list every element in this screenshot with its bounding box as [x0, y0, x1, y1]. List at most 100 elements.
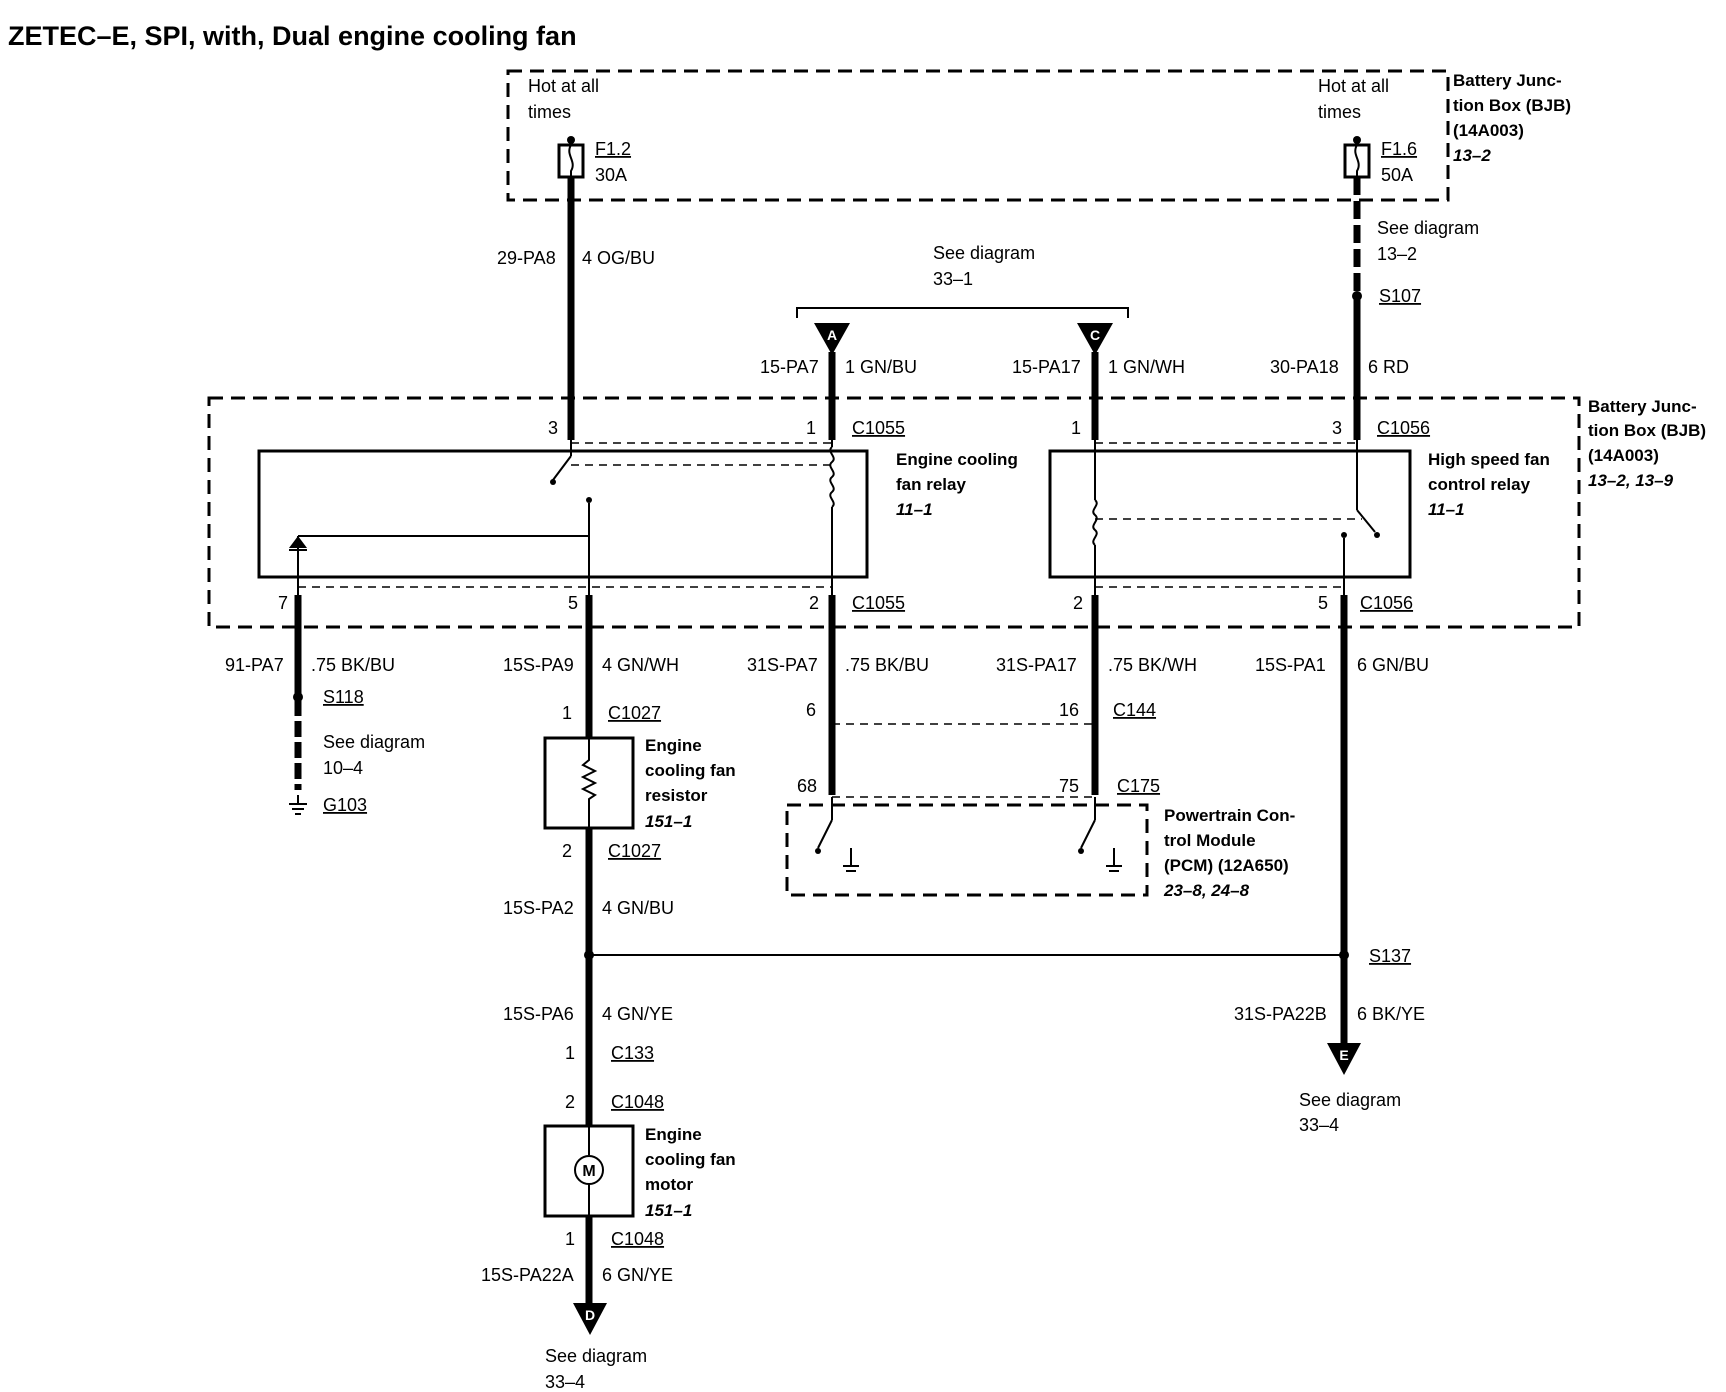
engine-cooling-fan-relay	[257, 449, 869, 579]
conn-c1027-bot: C1027	[608, 841, 661, 861]
pin-r2-1: 1	[1071, 418, 1081, 438]
see-right-bottom-2: 33–4	[1299, 1115, 1339, 1135]
pcm-name-1: Powertrain Con-	[1164, 806, 1295, 825]
relay1-name-2: fan relay	[896, 475, 966, 494]
pin-res-2: 2	[562, 841, 572, 861]
pcm-ref: 23–8, 24–8	[1163, 881, 1250, 900]
see-bottom-2: 33–4	[545, 1372, 585, 1392]
fuse2-icon	[1343, 136, 1371, 179]
see-right-bottom-1: See diagram	[1299, 1090, 1401, 1110]
fuse1-hot-1: Hot at all	[528, 76, 599, 96]
see-top-center-1: See diagram	[933, 243, 1035, 263]
w1-circuit: 29-PA8	[497, 248, 556, 268]
relay1-internals	[289, 440, 835, 600]
w6-spec: 4 GN/WH	[602, 655, 679, 675]
connector-d-icon: D	[573, 1303, 607, 1335]
relay2-name-2: control relay	[1428, 475, 1531, 494]
conn-c1027-top: C1027	[608, 703, 661, 723]
see-top-right-2: 13–2	[1377, 244, 1417, 264]
bjb-top-box	[506, 69, 1450, 202]
w10-spec: 4 GN/BU	[602, 898, 674, 918]
fuse2-id: F1.6	[1381, 139, 1417, 159]
bjb-mid-name-3: (14A003)	[1588, 446, 1659, 465]
pin-res-1: 1	[562, 703, 572, 723]
see-ground-1: See diagram	[323, 732, 425, 752]
fuse1-rating: 30A	[595, 165, 627, 185]
w11-spec: 4 GN/YE	[602, 1004, 673, 1024]
splice-s137: S137	[1369, 946, 1411, 966]
conn-c1048-top: C1048	[611, 1092, 664, 1112]
high-speed-fan-control-relay	[1048, 449, 1412, 579]
ground-g103: G103	[323, 795, 367, 815]
w7-spec: .75 BK/BU	[845, 655, 929, 675]
bjb-top-ref: 13–2	[1453, 146, 1491, 165]
resistor-icon	[580, 738, 598, 828]
resistor-name-1: Engine	[645, 736, 702, 755]
w10-circuit: 15S-PA2	[503, 898, 574, 918]
conn-c175: C175	[1117, 776, 1160, 796]
w3-spec: 1 GN/WH	[1108, 357, 1185, 377]
pin-c133-1: 1	[565, 1043, 575, 1063]
splice-s118: S118	[323, 687, 364, 707]
fuse2-rating: 50A	[1381, 165, 1413, 185]
w9-circuit: 15S-PA1	[1255, 655, 1326, 675]
conn-c133: C133	[611, 1043, 654, 1063]
conn-c144: C144	[1113, 700, 1156, 720]
w9-spec: 6 GN/BU	[1357, 655, 1429, 675]
conn-c1055-top: C1055	[852, 418, 905, 438]
pin-c175-75: 75	[1059, 776, 1079, 796]
relay2-internals	[1092, 440, 1380, 600]
conn-c1048-bot: C1048	[611, 1229, 664, 1249]
pin-r1-5: 5	[568, 593, 578, 613]
connector-a-icon: A	[814, 323, 850, 355]
w4-spec: 6 RD	[1368, 357, 1409, 377]
pin-c175-68: 68	[797, 776, 817, 796]
diagram-title: ZETEC–E, SPI, with, Dual engine cooling …	[8, 21, 577, 51]
svg-text:M: M	[582, 1163, 595, 1180]
bjb-top-name-1: Battery Junc-	[1453, 71, 1562, 90]
motor-name-2: cooling fan	[645, 1150, 736, 1169]
w5-spec: .75 BK/BU	[311, 655, 395, 675]
relay2-ref: 11–1	[1428, 500, 1465, 519]
svg-text:A: A	[827, 327, 837, 343]
resistor-name-2: cooling fan	[645, 761, 736, 780]
relay1-ref: 11–1	[896, 500, 933, 519]
pin-r2-2: 2	[1073, 593, 1083, 613]
motor-name-1: Engine	[645, 1125, 702, 1144]
pcm-name-2: trol Module	[1164, 831, 1256, 850]
pin-r1-1: 1	[806, 418, 816, 438]
w6-circuit: 15S-PA9	[503, 655, 574, 675]
ground-icon	[289, 795, 307, 815]
pin-c144-6: 6	[806, 700, 816, 720]
pin-r1-2: 2	[809, 593, 819, 613]
w2-spec: 1 GN/BU	[845, 357, 917, 377]
bjb-mid-name-1: Battery Junc-	[1588, 397, 1697, 416]
pin-c144-16: 16	[1059, 700, 1079, 720]
splice-s107-dot	[1352, 291, 1362, 301]
w7-circuit: 31S-PA7	[747, 655, 818, 675]
svg-text:E: E	[1339, 1047, 1348, 1063]
fuse1-hot-2: times	[528, 102, 571, 122]
relay1-name-1: Engine cooling	[896, 450, 1018, 469]
motor-icon: M	[574, 1126, 604, 1216]
resistor-name-3: resistor	[645, 786, 708, 805]
pcm-internals	[815, 797, 1122, 872]
w13-spec: 6 GN/YE	[602, 1265, 673, 1285]
bracket-33-1	[796, 307, 1129, 318]
bjb-top-name-2: tion Box (BJB)	[1453, 96, 1571, 115]
fuse2-hot-2: times	[1318, 102, 1361, 122]
w3-circuit: 15-PA17	[1012, 357, 1081, 377]
w4-circuit: 30-PA18	[1270, 357, 1339, 377]
motor-name-3: motor	[645, 1175, 694, 1194]
svg-text:C: C	[1090, 327, 1100, 343]
bjb-mid-name-2: tion Box (BJB)	[1588, 421, 1706, 440]
pin-r2-5: 5	[1318, 593, 1328, 613]
pin-mot-2: 2	[565, 1092, 575, 1112]
splice-s118-dot	[293, 692, 303, 702]
pin-r2-3: 3	[1332, 418, 1342, 438]
w8-spec: .75 BK/WH	[1108, 655, 1197, 675]
fuse1-id: F1.2	[595, 139, 631, 159]
pin-mot-1: 1	[565, 1229, 575, 1249]
w1-spec: 4 OG/BU	[582, 248, 655, 268]
